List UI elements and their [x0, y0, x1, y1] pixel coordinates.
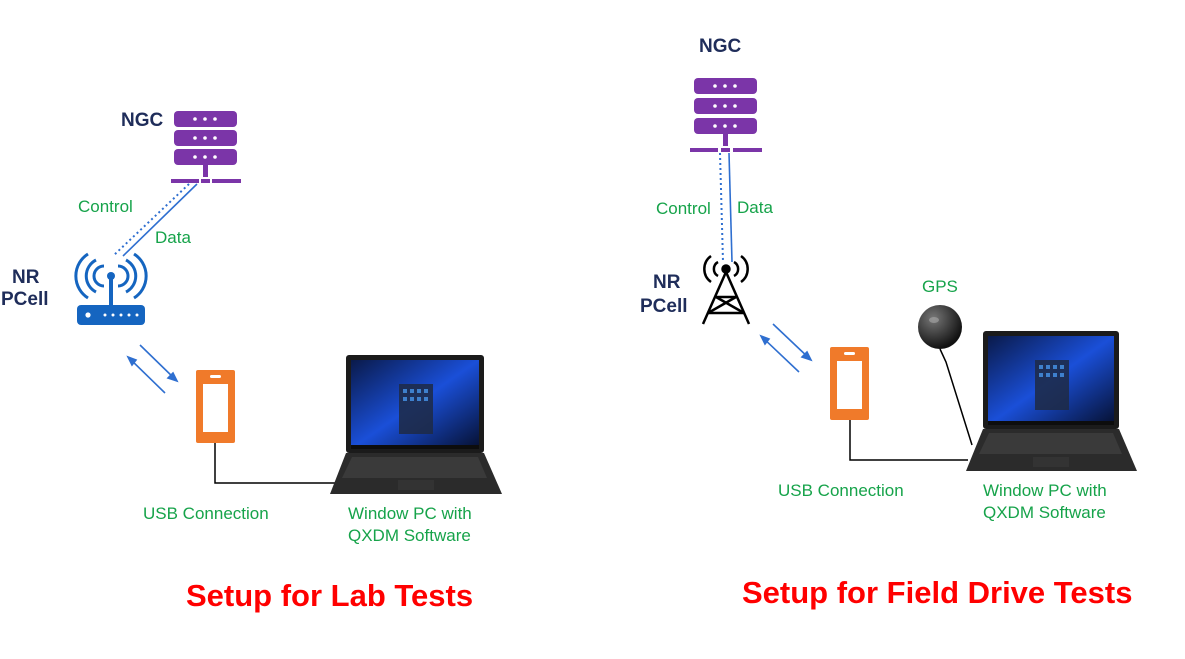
control-label: Control — [656, 199, 711, 218]
server-icon — [690, 78, 762, 152]
cell-tower-icon — [701, 254, 751, 325]
usb-cable — [849, 420, 968, 461]
data-link — [728, 152, 733, 263]
data-link — [122, 183, 198, 257]
cell-label-line2: PCell — [1, 289, 49, 310]
field-setup-title: Setup for Field Drive Tests — [742, 575, 1132, 610]
usb-label: USB Connection — [778, 481, 904, 500]
pc-label-line1: Window PC with — [983, 481, 1107, 500]
phone-icon — [196, 370, 235, 443]
gps-label: GPS — [922, 277, 958, 296]
radio-link-arrows — [759, 323, 813, 373]
usb-cable — [214, 443, 335, 484]
control-label: Control — [78, 197, 133, 216]
usb-label: USB Connection — [143, 504, 269, 523]
cell-label-line1: NR — [653, 272, 681, 293]
cell-label-line2: PCell — [640, 296, 688, 317]
data-label: Data — [737, 198, 773, 217]
lab-setup: NGC Control Data NR PCell — [1, 110, 502, 613]
radio-link-arrows — [126, 344, 179, 394]
data-label: Data — [155, 228, 191, 247]
pc-label-line2: QXDM Software — [983, 503, 1106, 522]
field-setup: NGC Control Data — [640, 36, 1137, 610]
lab-setup-title: Setup for Lab Tests — [186, 578, 473, 613]
control-link — [719, 152, 724, 263]
pc-label-line2: QXDM Software — [348, 526, 471, 545]
phone-icon — [830, 347, 869, 420]
laptop-icon — [966, 331, 1137, 471]
ngc-label: NGC — [121, 110, 164, 131]
ngc-label: NGC — [699, 36, 742, 57]
cell-label-line1: NR — [12, 267, 40, 288]
server-icon — [171, 111, 241, 183]
wifi-router-icon — [74, 252, 148, 325]
gps-antenna-icon — [918, 305, 973, 446]
pc-label-line1: Window PC with — [348, 504, 472, 523]
laptop-icon — [330, 355, 502, 494]
